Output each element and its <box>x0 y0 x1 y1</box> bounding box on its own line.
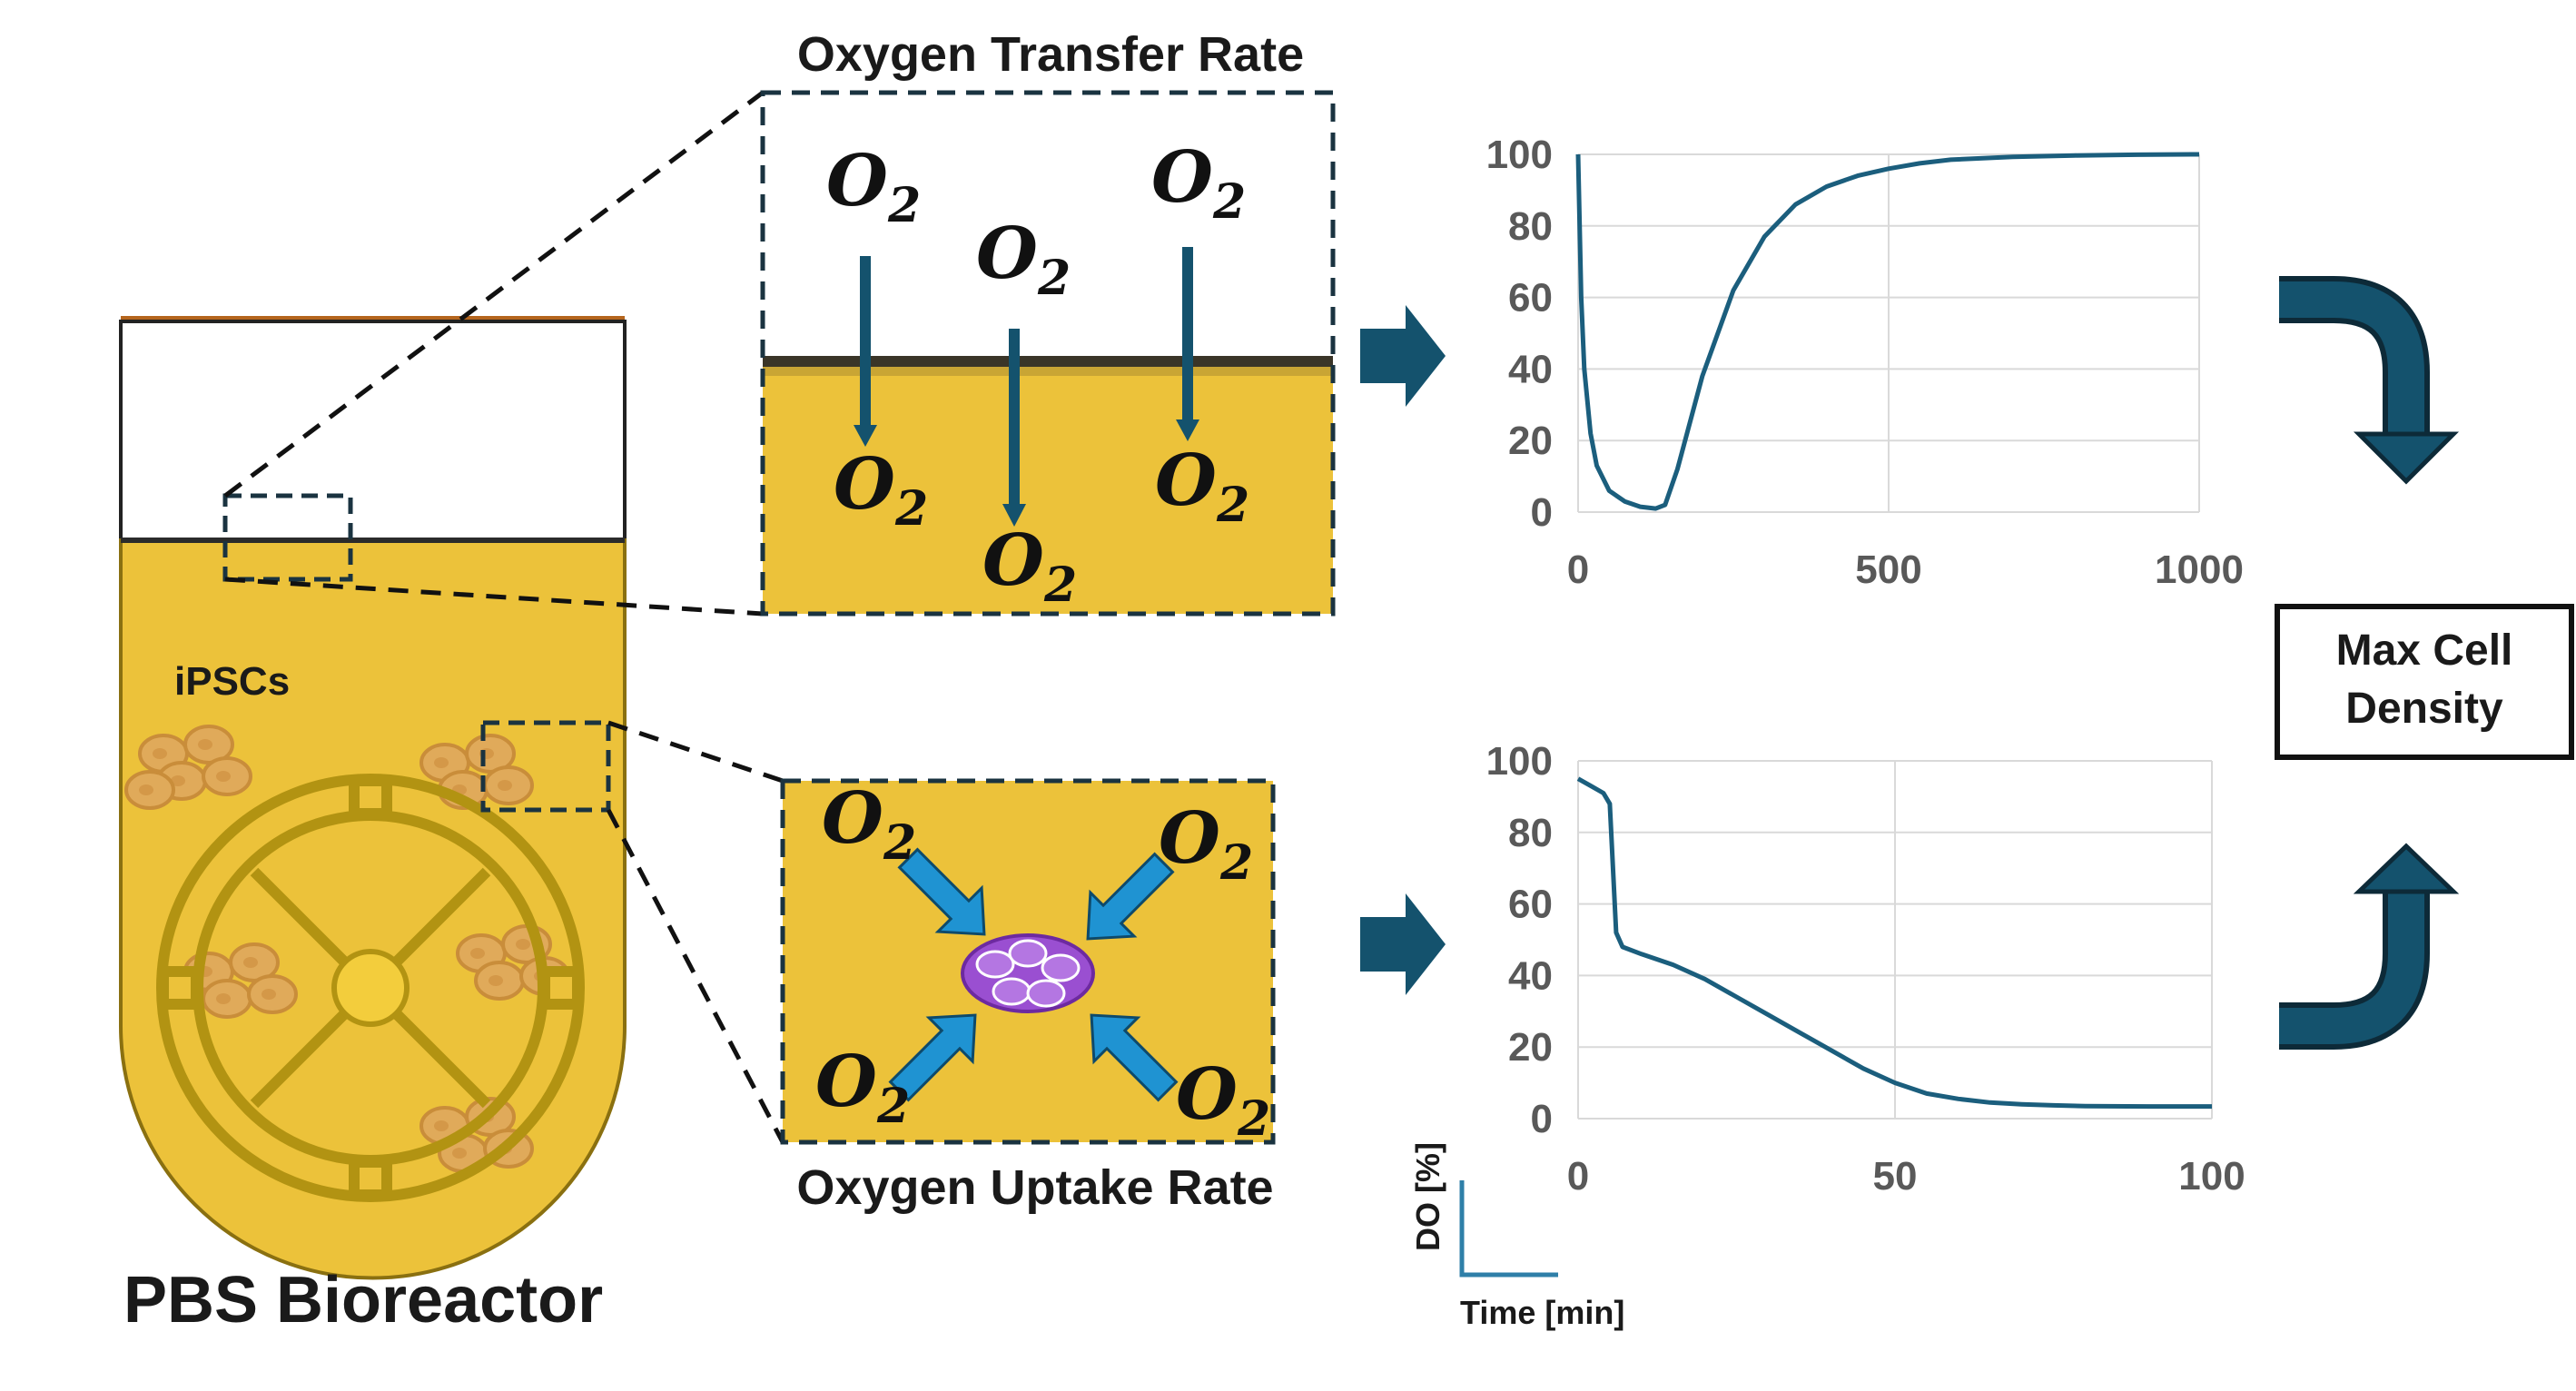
zoom-box-cells <box>480 720 611 813</box>
uptake-arrows <box>888 847 1179 1102</box>
svg-text:O2: O2 <box>976 212 1071 306</box>
chart1-xtick: 50 <box>1873 1154 1918 1199</box>
curved-arrow-bottom <box>2279 843 2460 1050</box>
uptake-title: Oxygen Uptake Rate <box>796 1160 1273 1215</box>
curved-arrow-top <box>2279 276 2460 485</box>
svg-text:O2: O2 <box>822 777 916 871</box>
chart1-ytick: 100 <box>1486 739 1553 784</box>
svg-text:O2: O2 <box>826 140 921 233</box>
cells-label: iPSCs <box>174 659 290 704</box>
chart1-ytick: 40 <box>1508 953 1553 998</box>
chart0-xtick: 1000 <box>2155 548 2244 592</box>
axis-key-x-label: Time [min] <box>1460 1294 1624 1331</box>
chart1-ytick: 0 <box>1531 1097 1553 1141</box>
chart0-ytick: 80 <box>1508 204 1553 249</box>
transfer-panel <box>760 90 1336 617</box>
o2-transfer-top-center: O2 <box>976 212 1071 306</box>
axis-key-y-label: DO [%] <box>1409 1142 1446 1251</box>
axis-key: DO [%] Time [min] <box>1409 1142 1624 1331</box>
o2-transfer-bottom-right: O2 <box>1155 439 1249 533</box>
flow-arrow-top <box>1360 305 1446 407</box>
chart0-xtick: 0 <box>1567 548 1589 592</box>
reactor-title: PBS Bioreactor <box>123 1264 603 1337</box>
svg-text:O2: O2 <box>1176 1053 1270 1147</box>
svg-text:O2: O2 <box>1155 439 1249 533</box>
chart1-xtick: 100 <box>2178 1154 2245 1199</box>
chart1-ytick: 20 <box>1508 1025 1553 1070</box>
chart0-xtick: 500 <box>1855 548 1921 592</box>
svg-text:O2: O2 <box>982 519 1077 613</box>
chart1-xtick: 0 <box>1567 1154 1589 1199</box>
transfer-arrows <box>854 247 1199 527</box>
max-cell-line1: Max Cell <box>2336 626 2513 675</box>
svg-text:O2: O2 <box>1151 136 1246 230</box>
chart0-ytick: 40 <box>1508 347 1553 391</box>
chart1-ytick: 80 <box>1508 811 1553 855</box>
max-cell-density-box: Max Cell Density <box>2275 604 2574 760</box>
max-cell-line2: Density <box>2345 685 2503 733</box>
o2-transfer-top-left: O2 <box>826 140 921 233</box>
transfer-title: Oxygen Transfer Rate <box>797 27 1304 82</box>
o2-uptake-top-left: O2 <box>822 777 916 871</box>
svg-text:O2: O2 <box>834 443 928 537</box>
o2-transfer-bottom-left: O2 <box>834 443 928 537</box>
chart0-ytick: 100 <box>1486 133 1553 177</box>
o2-transfer-top-right: O2 <box>1151 136 1246 230</box>
flow-arrow-bottom <box>1360 893 1446 995</box>
chart0-ytick: 0 <box>1531 490 1553 535</box>
bioreactor-vessel <box>119 316 627 1280</box>
o2-uptake-top-right: O2 <box>1159 797 1253 891</box>
o2-uptake-bottom-left: O2 <box>815 1041 910 1134</box>
vessel-headspace <box>119 320 627 542</box>
chart1-series-line <box>1576 776 2212 1110</box>
o2-transfer-bottom-center: O2 <box>982 519 1077 613</box>
chart0-series-line <box>1575 152 2200 511</box>
zoom-connectors <box>223 91 785 1144</box>
cell-cluster <box>961 933 1095 1013</box>
chart1-ytick: 60 <box>1508 883 1553 927</box>
chart-uptake: 0 20 40 60 80 100 0 50 100 <box>1486 739 2245 1199</box>
svg-text:O2: O2 <box>815 1041 910 1134</box>
o2-uptake-bottom-right: O2 <box>1176 1053 1270 1147</box>
impeller-wheel <box>156 774 585 1202</box>
chart0-ytick: 20 <box>1508 419 1553 463</box>
svg-text:O2: O2 <box>1159 797 1253 891</box>
chart0-ytick: 60 <box>1508 276 1553 321</box>
zoom-box-surface <box>222 493 353 582</box>
